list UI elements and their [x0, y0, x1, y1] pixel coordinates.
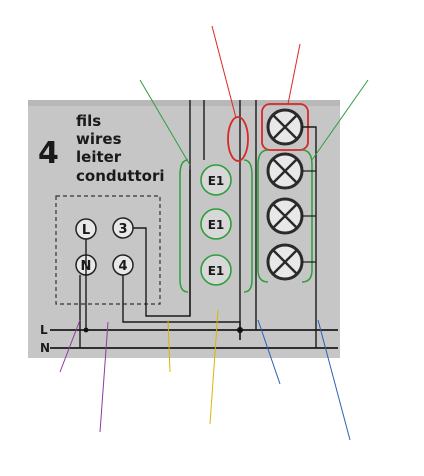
leader-blue-bottom	[317, 319, 351, 441]
lamp-4	[266, 243, 304, 281]
word-leiter: leiter	[76, 148, 122, 166]
switch-2: E1	[200, 208, 232, 240]
leader-yellow-mid	[167, 319, 171, 373]
leader-yellow-bottom	[209, 309, 219, 425]
leader-green-right	[311, 79, 369, 161]
terminal-3: 3	[112, 217, 134, 239]
bus-label-N: N	[40, 341, 50, 355]
lamp-group-bracket-right	[301, 149, 313, 283]
svg-text:E1: E1	[208, 174, 225, 188]
lamp-2	[266, 152, 304, 190]
leader-red-top	[211, 25, 237, 119]
wire-count-number: 4	[38, 136, 59, 171]
terminal-4: 4	[112, 254, 134, 276]
word-conduttori: conduttori	[76, 167, 164, 185]
switch-3: E1	[200, 254, 232, 286]
svg-text:3: 3	[118, 222, 127, 237]
svg-text:L: L	[82, 223, 90, 238]
lamp-3	[266, 197, 304, 235]
switch-group-bracket	[179, 159, 189, 293]
switch-group-bracket-right	[243, 159, 253, 293]
switch-1: E1	[200, 164, 232, 196]
lamp-1	[266, 108, 304, 146]
leader-blue-mid	[257, 319, 281, 385]
lamp-neutral-return	[302, 126, 317, 348]
svg-text:E1: E1	[208, 218, 225, 232]
word-fils: fils	[76, 112, 101, 130]
lamp-group-bracket	[257, 149, 269, 283]
junction-box-outline	[55, 195, 161, 305]
panel-shadow-strip	[28, 100, 340, 106]
svg-text:4: 4	[118, 259, 127, 274]
bus-label-L: L	[40, 323, 48, 337]
terminal-L: L	[75, 218, 97, 240]
highlight-switch-wire	[227, 116, 249, 162]
junction-dot-1	[237, 327, 243, 333]
word-wires: wires	[76, 130, 122, 148]
junction-dot-2	[83, 327, 89, 333]
leader-red-right	[287, 43, 301, 105]
svg-text:E1: E1	[208, 264, 225, 278]
leader-green-left	[139, 79, 191, 166]
leader-purple-left	[59, 319, 81, 373]
leader-purple-bottom	[99, 321, 109, 433]
